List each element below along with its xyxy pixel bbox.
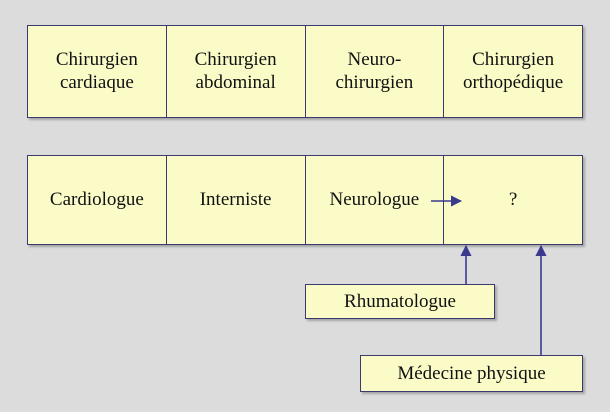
cell-interniste[interactable]: Interniste: [165, 156, 305, 244]
cell-label: Neuro- chirurgien: [336, 49, 414, 94]
cell-label-line1: Chirurgien: [55, 49, 138, 71]
cell-label: Interniste: [199, 188, 272, 210]
cell-label-line2: abdominal: [195, 71, 276, 93]
cell-label: ?: [508, 188, 518, 210]
cell-chirurgien-orthopedique[interactable]: Chirurgien orthopédique: [443, 26, 582, 117]
cell-label-line2: chirurgien: [335, 71, 414, 93]
cell-label-line2: orthopédique: [462, 71, 564, 93]
cell-label: Chirurgien abdominal: [195, 49, 277, 94]
cell-chirurgien-cardiaque[interactable]: Chirurgien cardiaque: [28, 26, 166, 117]
surgical-specialties-row: Chirurgien cardiaque Chirurgien abdomina…: [27, 25, 583, 118]
cell-label-line1: Chirurgien: [194, 49, 277, 71]
cell-cardiologue[interactable]: Cardiologue: [28, 156, 166, 244]
cell-label: Chirurgien cardiaque: [56, 49, 138, 94]
cell-neurologue[interactable]: Neurologue: [304, 156, 444, 244]
medical-specialties-row: Cardiologue Interniste Neurologue ?: [27, 155, 583, 245]
cell-label: Chirurgien orthopédique: [463, 49, 563, 94]
box-medecine-physique-label: Médecine physique: [397, 362, 546, 384]
cell-label-line1: Chirurgien: [472, 49, 555, 71]
cell-chirurgien-abdominal[interactable]: Chirurgien abdominal: [165, 26, 305, 117]
box-rhumatologue-label: Rhumatologue: [344, 290, 456, 312]
cell-label-line2: cardiaque: [59, 71, 134, 93]
cell-label: Cardiologue: [49, 188, 144, 210]
cell-label: Neurologue: [329, 188, 420, 210]
cell-neuro-chirurgien[interactable]: Neuro- chirurgien: [304, 26, 444, 117]
cell-question-mark[interactable]: ?: [443, 156, 582, 244]
box-rhumatologue[interactable]: Rhumatologue: [305, 284, 495, 319]
box-medecine-physique[interactable]: Médecine physique: [360, 355, 583, 392]
cell-label-line1: Neuro-: [347, 49, 402, 71]
